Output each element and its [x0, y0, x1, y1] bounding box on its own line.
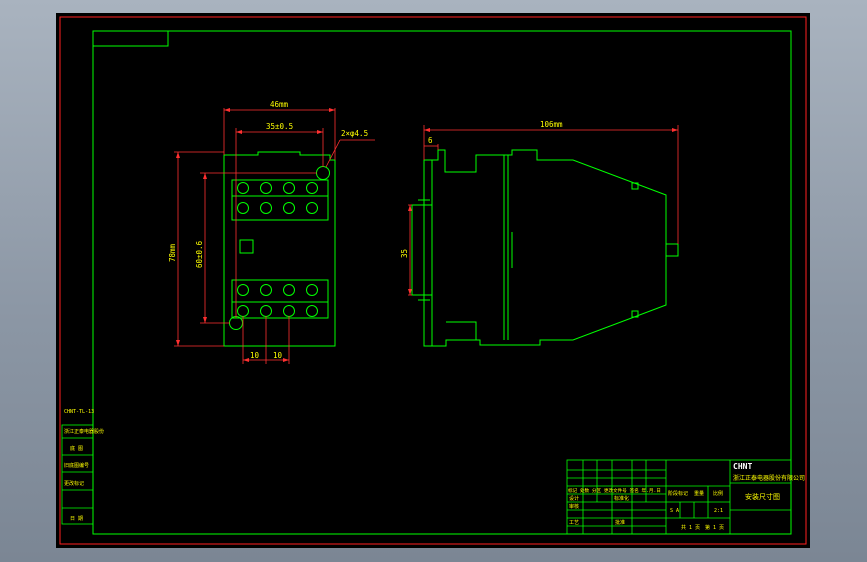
row-process: 工艺	[569, 520, 579, 526]
lower-terminal-strip	[231, 279, 329, 319]
side-view	[411, 149, 679, 347]
dim-height-78: 78mm	[168, 243, 177, 262]
front-body-outline	[223, 151, 336, 347]
dim-depth-106: 106mm	[540, 120, 563, 129]
dim-pitch-10-a: 10	[250, 351, 260, 360]
side-view-dimensions	[408, 125, 679, 296]
stage-value: S A	[670, 508, 679, 514]
sheet-inner-frame	[92, 30, 792, 535]
dim-rail-35: 35	[400, 249, 409, 258]
sheet-outer-border	[59, 16, 807, 545]
margin-date: 日 期	[70, 516, 83, 522]
upper-terminal-strip	[231, 179, 329, 221]
margin-company: 浙江正泰电器股份	[64, 428, 104, 435]
dim-hole-spacing-35: 35±0.5	[266, 122, 293, 131]
revision-row-labels: 标记 处数 分区 更改文件号 签名 年.月.日	[568, 487, 661, 494]
dim-holes-callout: 2×φ4.5	[341, 129, 368, 138]
front-view	[223, 151, 336, 347]
drawing-canvas[interactable]	[56, 13, 810, 548]
dim-hole-vertical-60: 60±0.6	[195, 240, 204, 268]
din-rail-clip	[411, 204, 433, 296]
brand-logo: CHNT	[733, 462, 752, 471]
upper-terminal-screws	[237, 182, 318, 214]
side-body-outline	[423, 149, 667, 347]
stage-label: 阶段标记	[668, 490, 688, 497]
scale-label: 比例	[713, 490, 723, 497]
title-block-text: CHNT 浙江正泰电器股份有限公司 安装尺寸图 标记 处数 分区 更改文件号 签…	[568, 462, 805, 531]
margin-old-number: 旧底图编号	[64, 462, 89, 469]
row-check: 审核	[569, 503, 579, 510]
side-view-dimension-text: 106mm 6 35	[400, 120, 563, 258]
weight-label: 重量	[694, 490, 704, 497]
margin-code: CHNT-TL-13	[64, 409, 94, 415]
row-approve: 批准	[615, 519, 625, 526]
row-standard: 标准化	[614, 495, 629, 502]
sheet-count: 共 1 页	[681, 524, 700, 531]
side-slot-top	[631, 182, 639, 190]
drawing-title: 安装尺寸图	[745, 492, 780, 501]
dim-width-46: 46mm	[270, 100, 289, 109]
row-design: 设计	[569, 495, 579, 502]
top-left-code-box	[92, 30, 169, 47]
scale-value: 2:1	[714, 508, 723, 514]
dim-pitch-10-b: 10	[273, 351, 283, 360]
margin-base-drawing: 底 图	[70, 445, 83, 452]
sheet-number: 第 1 页	[705, 524, 724, 531]
side-actuator-tab	[665, 243, 679, 257]
front-view-dimension-arrows	[176, 108, 335, 362]
margin-change-mark: 更改标记	[64, 480, 84, 487]
front-view-dimensions	[174, 108, 375, 364]
contact-indicator-window	[239, 239, 254, 254]
company-name: 浙江正泰电器股份有限公司	[733, 474, 805, 482]
left-margin-block	[61, 424, 94, 525]
left-margin-text: CHNT-TL-13 浙江正泰电器股份 底 图 旧底图编号 更改标记 日 期	[64, 409, 104, 522]
front-view-dimension-text: 46mm 35±0.5 2×φ4.5 78mm 60±0.6 10 10	[168, 100, 368, 360]
dim-offset-6: 6	[428, 136, 433, 145]
side-view-dimension-arrows	[408, 128, 678, 295]
title-block	[566, 459, 792, 535]
side-slot-bottom	[631, 310, 639, 318]
